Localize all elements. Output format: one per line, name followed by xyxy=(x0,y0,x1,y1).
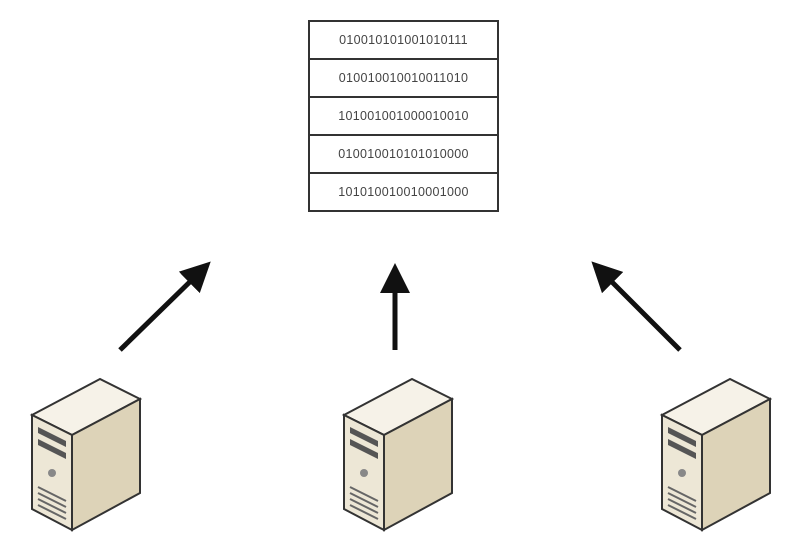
data-row: 010010010010011010 xyxy=(310,60,497,98)
arrow-right xyxy=(591,261,682,352)
server-icon xyxy=(28,375,143,535)
data-row: 010010101001010111 xyxy=(310,22,497,60)
data-row: 010010010101010000 xyxy=(310,136,497,174)
arrow-left xyxy=(118,261,211,352)
data-row: 101001001000010010 xyxy=(310,98,497,136)
server-icon xyxy=(658,375,773,535)
binary-data-table: 010010101001010111 010010010010011010 10… xyxy=(308,20,499,212)
data-row: 101010010010001000 xyxy=(338,185,469,199)
server-icon xyxy=(340,375,455,535)
